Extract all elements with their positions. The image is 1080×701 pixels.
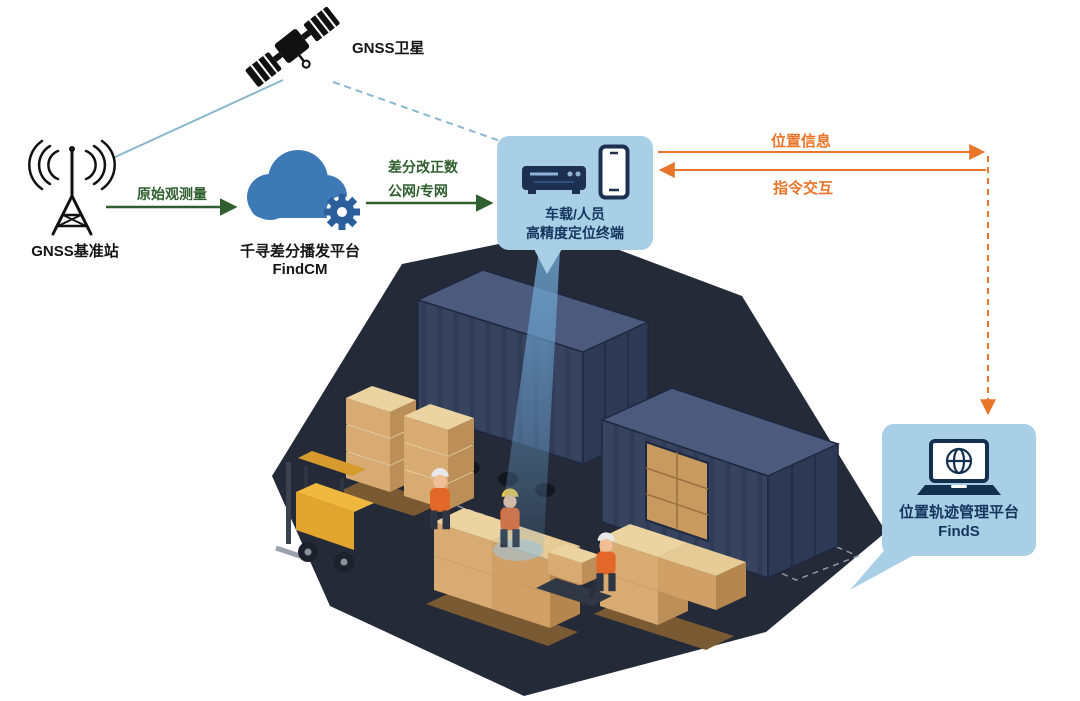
raw-observation-label: 原始观测量 <box>137 186 207 202</box>
command-interaction-label: 指令交互 <box>772 180 833 197</box>
link-satellite-to-base <box>112 79 284 159</box>
correction-label-line1: 差分改正数 <box>388 159 458 175</box>
receiver-icon <box>522 166 586 195</box>
terminal-label-line2: 高精度定位终端 <box>526 224 624 241</box>
cloud-platform-name: 千寻差分播发平台 <box>239 243 360 260</box>
positioning-beam <box>498 250 560 560</box>
terminal-panel: 车载/人员 高精度定位终端 <box>497 136 653 250</box>
cloud-gear-icon <box>247 150 360 230</box>
base-station-label: GNSS基准站 <box>31 243 119 260</box>
phone-icon <box>598 144 630 200</box>
warehouse-scene <box>272 230 886 696</box>
terminal-panel-tail <box>534 249 562 274</box>
satellite-icon <box>245 6 340 87</box>
worker-icon-3 <box>596 532 616 592</box>
satellite-label: GNSS卫星 <box>352 40 425 57</box>
management-platform-panel: 位置轨迹管理平台 FindS <box>882 424 1036 556</box>
platform-label-product: FindS <box>938 523 980 540</box>
terminal-label-line1: 车载/人员 <box>545 206 605 223</box>
container-icon-2 <box>599 387 841 603</box>
floor-marking-right <box>743 533 860 581</box>
terminal-devices <box>520 144 630 200</box>
worker-icon-1 <box>430 468 450 530</box>
pallet-stack-right <box>594 524 746 650</box>
cloud-platform-product: FindCM <box>272 261 328 278</box>
finds-panel-tail <box>850 546 912 590</box>
platform-label-name: 位置轨迹管理平台 <box>898 503 1019 521</box>
correction-label-line2: 公网/专网 <box>388 183 448 199</box>
forklift-icon <box>275 451 374 572</box>
position-info-label: 位置信息 <box>770 133 831 150</box>
base-station-icon <box>28 139 116 236</box>
laptop-globe-icon <box>917 438 1001 495</box>
link-satellite-to-terminal <box>332 81 504 143</box>
